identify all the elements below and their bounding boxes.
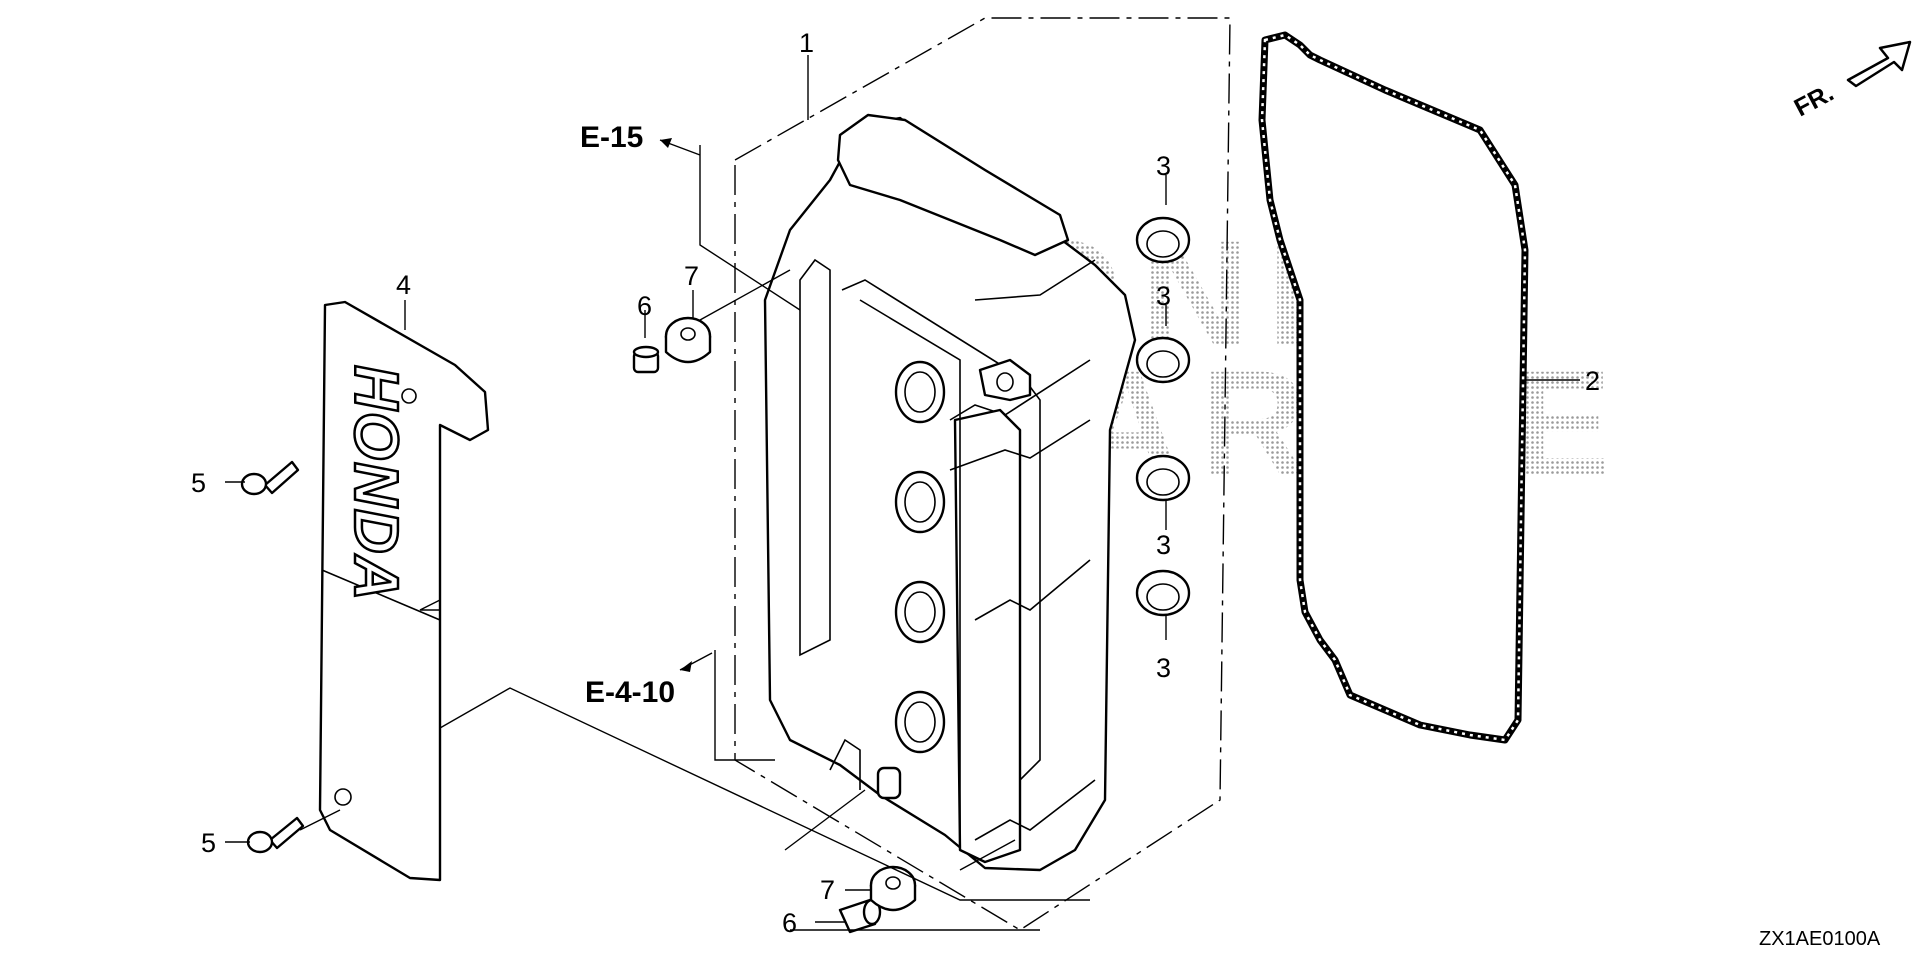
- seal-ring-1: [1135, 216, 1191, 264]
- cylinder-head-cover: [763, 113, 1137, 872]
- bolt-upper: [240, 460, 300, 496]
- callout-3-c: 3: [1156, 530, 1171, 560]
- callout-6-b: 6: [782, 908, 797, 938]
- callout-5-b: 5: [201, 828, 216, 858]
- callout-3-a: 3: [1156, 151, 1171, 181]
- engine-front-cover: HONDA: [318, 300, 490, 882]
- seal-ring-4: [1135, 569, 1191, 617]
- plug-upper: [632, 345, 660, 374]
- callout-3-d: 3: [1156, 653, 1171, 683]
- cover-logo-text: HONDA: [341, 365, 410, 602]
- front-direction-arrow: FR.: [1790, 40, 1912, 123]
- callout-6-a: 6: [637, 291, 652, 321]
- callout-3-b: 3: [1156, 281, 1171, 311]
- callout-7-a: 7: [684, 261, 699, 291]
- callout-7-b: 7: [820, 875, 835, 905]
- reference-arrows: [659, 138, 713, 672]
- grommet-upper: [664, 316, 712, 364]
- section-reference-e15[interactable]: E-15: [580, 121, 643, 154]
- head-cover-gasket: [1258, 31, 1529, 744]
- leader-lines: [225, 55, 1580, 931]
- spark-plug-holes: [894, 360, 946, 754]
- seal-ring-2: [1135, 336, 1191, 384]
- grommet-lower: [869, 865, 917, 912]
- callout-4: 4: [396, 270, 411, 300]
- plug-lower: [838, 898, 882, 934]
- seal-ring-3: [1135, 454, 1191, 502]
- callout-2: 2: [1585, 366, 1600, 396]
- section-reference-e410[interactable]: E-4-10: [585, 676, 675, 709]
- bolt-lower: [246, 816, 305, 854]
- seal-ring-group: [1135, 216, 1191, 617]
- callout-labels: 1 2 3 3 3 3 4 5 5 6 6 7 7: [191, 28, 1600, 938]
- diagram-code: ZX1AE0100A: [1759, 928, 1881, 950]
- callout-1: 1: [799, 28, 814, 58]
- callout-5-a: 5: [191, 468, 206, 498]
- fr-label: FR.: [1790, 79, 1839, 123]
